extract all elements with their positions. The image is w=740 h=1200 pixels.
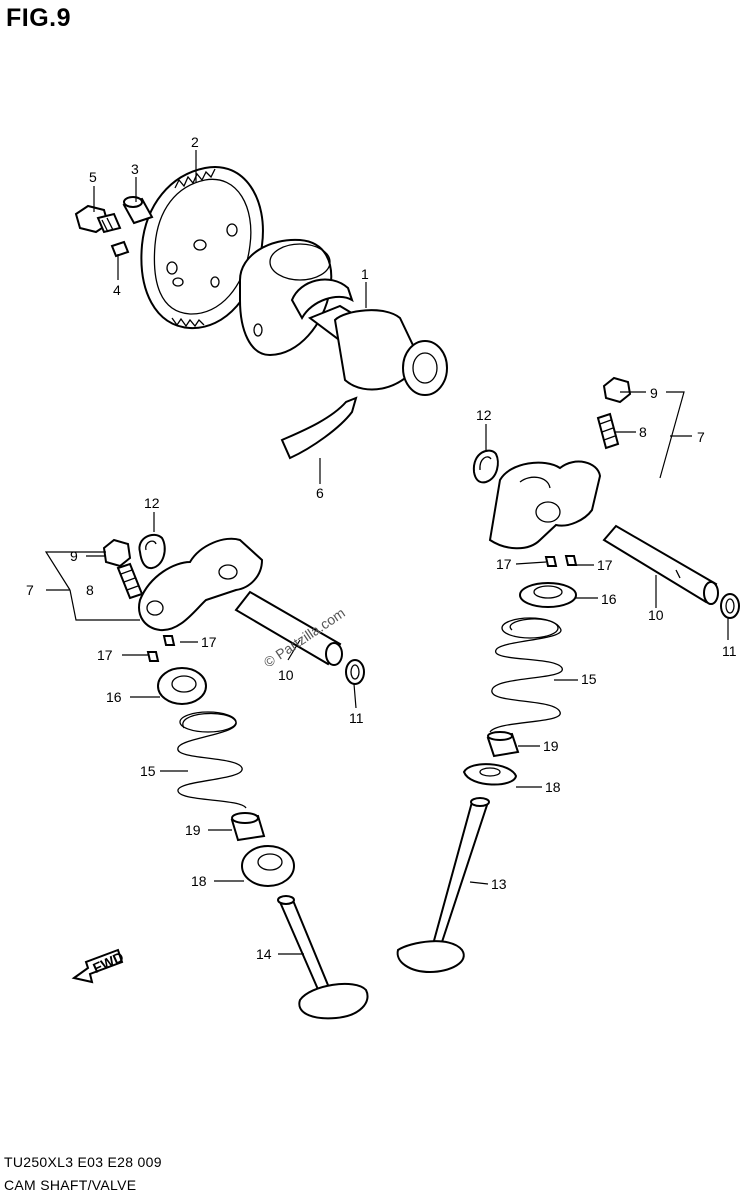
sprocket-bolt: [74, 204, 122, 234]
model-code: TU250XL3 E03 E28 009: [4, 1154, 162, 1170]
callout-17-right-1: 17: [496, 556, 512, 572]
callout-12-right: 12: [476, 407, 492, 423]
callout-5: 5: [89, 169, 97, 185]
adjuster-screw-right: [596, 412, 620, 450]
sprocket-pin: [122, 196, 154, 225]
leader-lines: [44, 150, 729, 955]
callout-13: 13: [491, 876, 507, 892]
callout-6: 6: [316, 485, 324, 501]
callout-14: 14: [256, 946, 272, 962]
callout-7-right: 7: [697, 429, 705, 445]
callout-17-left-1: 17: [201, 634, 217, 650]
valve-seal-19-left: [230, 812, 266, 842]
figure-title: FIG.9: [6, 4, 72, 32]
callout-2: 2: [191, 134, 199, 150]
callout-16-left: 16: [106, 689, 122, 705]
callout-9-left: 9: [70, 548, 78, 564]
rocker-shaft-right: [602, 524, 719, 605]
callout-19-left: 19: [185, 822, 201, 838]
valve-spring-15-left: [177, 711, 247, 809]
spring-retainer-16-left: [157, 667, 207, 705]
callout-17-left-2: 17: [97, 647, 113, 663]
callout-numbers: 2 3 5 4 1 6 7 8 9 12 17 17 16 10 11 15 1…: [26, 134, 737, 962]
adjuster-nut-right: [602, 376, 632, 404]
collet-17-right: [544, 555, 578, 567]
callout-18-right: 18: [545, 779, 561, 795]
washer-11-right: [720, 593, 740, 619]
dowel-pin: [110, 240, 130, 258]
callout-10-right: 10: [648, 607, 664, 623]
adjuster-nut-left: [102, 538, 132, 568]
callout-10-left: 10: [278, 667, 294, 683]
callout-1: 1: [361, 266, 369, 282]
callout-15-left: 15: [140, 763, 156, 779]
callout-17-right-2: 17: [597, 557, 613, 573]
callout-8-left: 8: [86, 582, 94, 598]
collet-17-left: [146, 635, 176, 662]
adjuster-screw-left: [116, 562, 144, 600]
callout-15-right: 15: [581, 671, 597, 687]
rocker-arm-right: [488, 460, 602, 550]
callout-8-right: 8: [639, 424, 647, 440]
rocker-arm-left: [138, 537, 264, 632]
callout-12-left: 12: [144, 495, 160, 511]
callout-19-right: 19: [543, 738, 559, 754]
spring-seat-18-right: [462, 763, 518, 786]
callout-11-right: 11: [722, 643, 737, 659]
spring-seat-18-left: [241, 845, 295, 887]
callout-11-left: 11: [349, 710, 364, 726]
fwd-direction-arrow: FWD: [71, 949, 126, 984]
intake-valve-14: [277, 895, 369, 1020]
fwd-label: FWD: [90, 949, 126, 977]
spring-retainer-16-right: [519, 582, 577, 608]
section-title: CAM SHAFT/VALVE: [4, 1177, 137, 1193]
exhaust-valve-13: [396, 797, 490, 974]
callout-16-right: 16: [601, 591, 617, 607]
callout-4: 4: [113, 282, 121, 298]
callout-9-right: 9: [650, 385, 658, 401]
callout-3: 3: [131, 161, 139, 177]
cam-guide: [280, 396, 358, 460]
callout-18-left: 18: [191, 873, 207, 889]
valve-seal-19-right: [486, 731, 520, 758]
rocker-shaft-left: [234, 590, 343, 666]
valve-spring-15-right: [489, 617, 563, 733]
washer-11-left: [345, 659, 365, 685]
o-ring-12-left: [138, 533, 166, 570]
camshaft: [239, 238, 448, 396]
o-ring-12-right: [472, 449, 499, 484]
callout-7-left: 7: [26, 582, 34, 598]
